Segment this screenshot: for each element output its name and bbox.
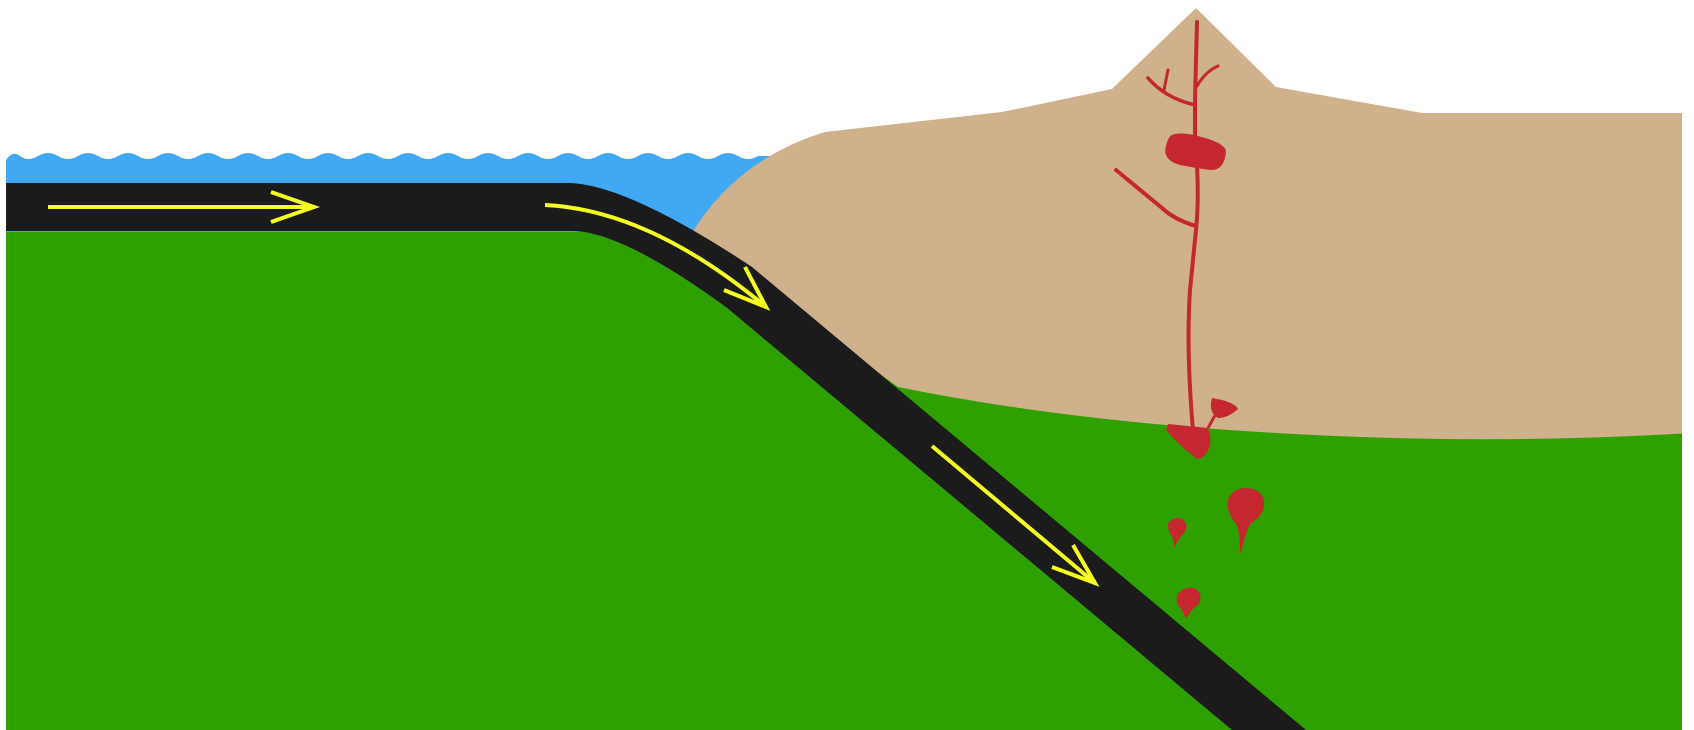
subduction-zone-diagram (0, 0, 1694, 730)
